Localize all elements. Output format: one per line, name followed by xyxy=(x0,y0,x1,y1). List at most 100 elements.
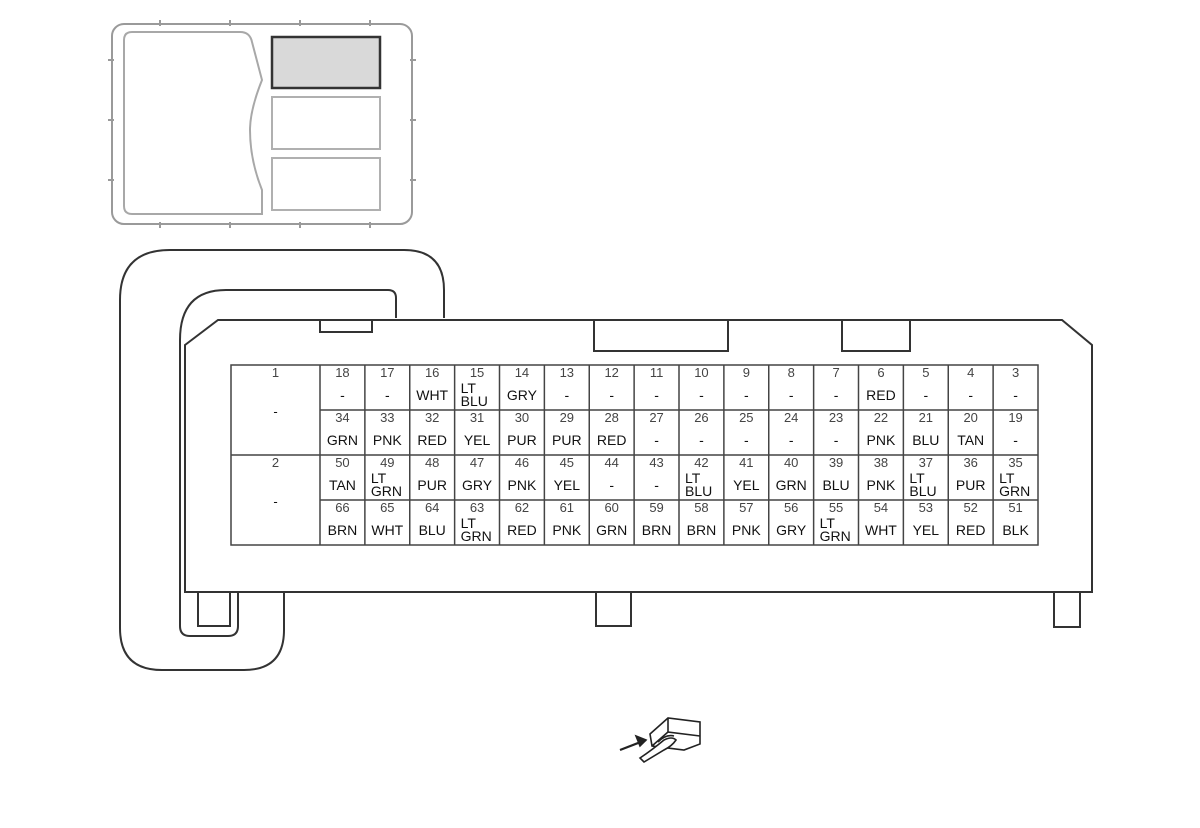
pin-number: 7 xyxy=(832,365,840,380)
pin-wire-color: YEL xyxy=(463,432,491,448)
pin-wire-color: GRN xyxy=(775,477,807,493)
pin-cell-43: 43- xyxy=(634,455,679,500)
locator-view xyxy=(108,20,416,228)
pin-wire-color: - xyxy=(699,387,704,403)
connector-housing xyxy=(119,249,1093,671)
pin-wire-color: YEL xyxy=(912,522,940,538)
pin-number: 56 xyxy=(783,500,799,515)
pin-wire-color: - xyxy=(968,387,974,403)
pin-number: 57 xyxy=(739,500,754,515)
locator-connector-slot-2 xyxy=(271,96,381,150)
pin-wire-color: PNK xyxy=(731,522,761,538)
pin-number: 50 xyxy=(335,455,350,470)
pin-cell-8: 8- xyxy=(769,365,814,410)
pin-number: 22 xyxy=(873,410,889,425)
pin-wire-color: LT GRN xyxy=(370,470,402,499)
pin-number: 65 xyxy=(380,500,395,515)
pin-cell-44: 44- xyxy=(589,455,634,500)
pin-wire-color: LT GRN xyxy=(460,515,492,544)
pin-number: 35 xyxy=(1008,455,1023,470)
pin-wire-color: LT BLU xyxy=(460,380,488,409)
pin-number: 20 xyxy=(963,410,978,425)
pin-wire-color: - xyxy=(609,477,615,493)
pin-wire-color: LT GRN xyxy=(999,470,1031,499)
pin-number: 48 xyxy=(424,455,440,470)
pin-wire-color: PNK xyxy=(507,477,537,493)
pin-number: 40 xyxy=(783,455,799,470)
pin-number: 39 xyxy=(828,455,844,470)
pin-wire-color: - xyxy=(384,387,390,403)
pin-wire-color: PNK xyxy=(866,477,896,493)
pin-wire-color: - xyxy=(273,404,278,419)
pin-number: 41 xyxy=(739,455,754,470)
pin-number: 49 xyxy=(380,455,395,470)
pin-wire-color: - xyxy=(923,387,929,403)
pin-cell-27: 27- xyxy=(634,410,679,455)
pin-number: 23 xyxy=(828,410,844,425)
pin-cell-12: 12- xyxy=(589,365,634,410)
pin-number: 58 xyxy=(694,500,709,515)
pin-cell-7: 7- xyxy=(814,365,859,410)
pin-number: 47 xyxy=(469,455,485,470)
pin-number: 12 xyxy=(604,365,619,380)
pin-wire-color: PNK xyxy=(552,522,582,538)
pin-wire-color: LT GRN xyxy=(819,515,851,544)
pin-wire-color: BLU xyxy=(822,477,850,493)
pin-wire-color: YEL xyxy=(733,477,760,493)
pin-number: 53 xyxy=(918,500,934,515)
pin-number: 63 xyxy=(469,500,485,515)
pin-wire-color: - xyxy=(1013,387,1018,403)
pin-number: 25 xyxy=(739,410,754,425)
face-view-symbol xyxy=(619,717,701,764)
pin-wire-color: WHT xyxy=(416,387,449,403)
pin-wire-color: - xyxy=(654,387,659,403)
pin-number: 15 xyxy=(469,365,485,380)
pin-number: 46 xyxy=(514,455,530,470)
pin-cell-9: 9- xyxy=(724,365,769,410)
pin-number: 45 xyxy=(559,455,575,470)
pin-number: 17 xyxy=(380,365,395,380)
pin-wire-color: - xyxy=(340,387,345,403)
pin-wire-color: - xyxy=(743,387,749,403)
locator-connector-slot-3 xyxy=(271,157,381,211)
pin-number: 31 xyxy=(469,410,485,425)
pin-number: 51 xyxy=(1008,500,1023,515)
pin-number: 60 xyxy=(604,500,619,515)
pin-wire-color: GRN xyxy=(596,522,628,538)
pin-number: 24 xyxy=(783,410,799,425)
pin-wire-color: - xyxy=(788,432,794,448)
pin-wire-color: GRY xyxy=(462,477,493,493)
pin-number: 37 xyxy=(918,455,934,470)
housing-hood-inner xyxy=(179,289,397,637)
pin-number: 13 xyxy=(559,365,575,380)
pin-number: 9 xyxy=(742,365,750,380)
pin-number: 66 xyxy=(335,500,350,515)
pin-number: 19 xyxy=(1008,410,1023,425)
pin-number: 52 xyxy=(963,500,978,515)
